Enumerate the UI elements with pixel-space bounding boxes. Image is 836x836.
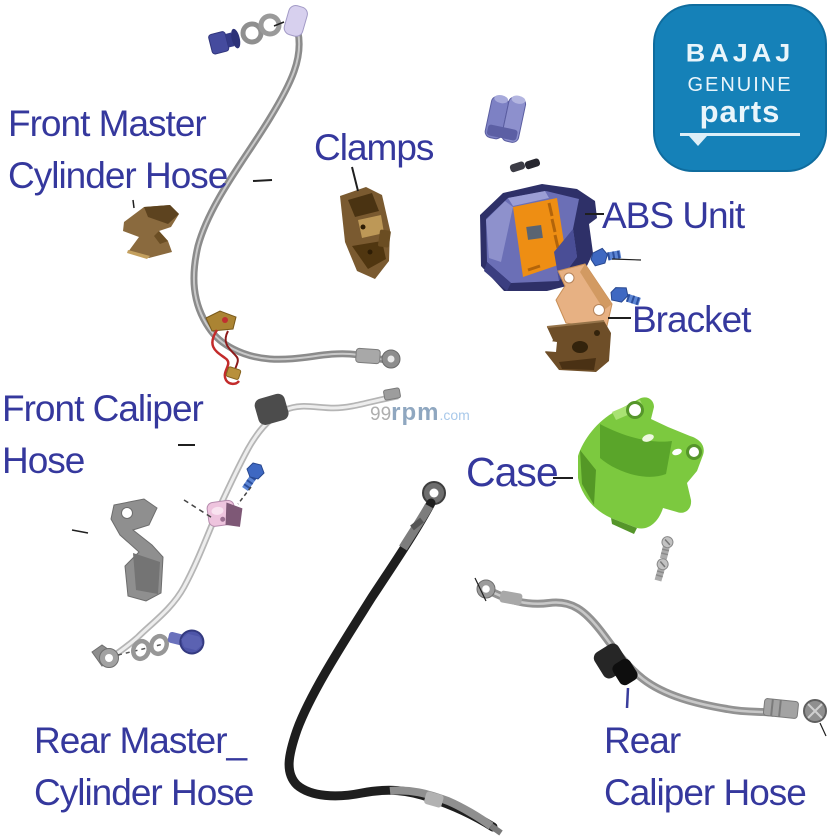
pink-clip-art: [206, 499, 243, 527]
fastener-bits-art: [509, 158, 541, 173]
washer-icon: [240, 21, 264, 45]
watermark-prefix: 99: [370, 404, 392, 425]
label-line: Rear: [604, 720, 681, 761]
label-front-master-cylinder-hose: Front Master Cylinder Hose: [8, 98, 228, 202]
case-art: [578, 397, 704, 534]
label-rear-master-cylinder-hose: Rear Master_ Cylinder Hose: [34, 715, 254, 819]
label-line: Cylinder Hose: [34, 772, 254, 813]
hose-grommet-art: [254, 393, 289, 425]
watermark-suffix: .com: [439, 407, 470, 423]
label-case: Case: [466, 449, 559, 495]
watermark-mid: rpm: [391, 399, 440, 426]
leader-lines: [71, 21, 827, 737]
bolt-blue-a-art: [590, 247, 622, 267]
front-master-cylinder-hose-art: [190, 5, 401, 369]
rear-master-cylinder-hose-art: [284, 481, 503, 836]
label-line: Rear Master_: [34, 720, 247, 761]
label-bracket: Bracket: [632, 299, 751, 340]
label-line: Front Caliper: [2, 388, 204, 429]
rear-caliper-hose-art: [476, 579, 827, 723]
label-line: Hose: [2, 440, 85, 481]
case-screws-art: [654, 536, 674, 582]
front-caliper-hose-art: [91, 387, 401, 668]
bajaj-genuine-parts-logo: BAJAJ GENUINE parts: [653, 4, 827, 172]
logo-brand-text: BAJAJ: [685, 39, 795, 67]
wiring-clip-art: [205, 310, 242, 386]
abs-connector-art: [484, 94, 527, 143]
banjo-bolt-art: [208, 28, 241, 55]
label-clamps: Clamps: [314, 127, 434, 168]
logo-underline: [680, 133, 800, 146]
label-line: Cylinder Hose: [8, 155, 228, 196]
clamp-right-art: [340, 187, 391, 279]
logo-parts-text: parts: [699, 94, 781, 129]
label-rear-caliper-hose: Rear Caliper Hose: [604, 715, 807, 819]
logo-arrow-down-icon: [689, 136, 707, 146]
watermark-99rpm: 99 rpm .com: [370, 399, 470, 427]
label-abs-unit: ABS Unit: [602, 195, 745, 236]
label-front-caliper-hose: Front Caliper Hose: [2, 383, 204, 487]
abs-unit-art: [480, 184, 597, 291]
clamp-left-art: [123, 205, 179, 259]
bracket-art: [543, 263, 613, 372]
label-line: Front Master: [8, 103, 207, 144]
washer-icon: [258, 13, 282, 37]
logo-genuine-text: GENUINE: [687, 74, 793, 96]
bolt-blue-c-art: [242, 462, 265, 491]
banjo-bolt-bottom-art: [167, 629, 205, 655]
washer-icon: [149, 633, 169, 657]
rear-caliper-leader: [625, 687, 630, 709]
banjo-cap-art: [283, 5, 308, 37]
bolt-blue-b-art: [610, 287, 641, 306]
label-line: Caliper Hose: [604, 772, 807, 813]
washer-icon: [131, 638, 151, 662]
